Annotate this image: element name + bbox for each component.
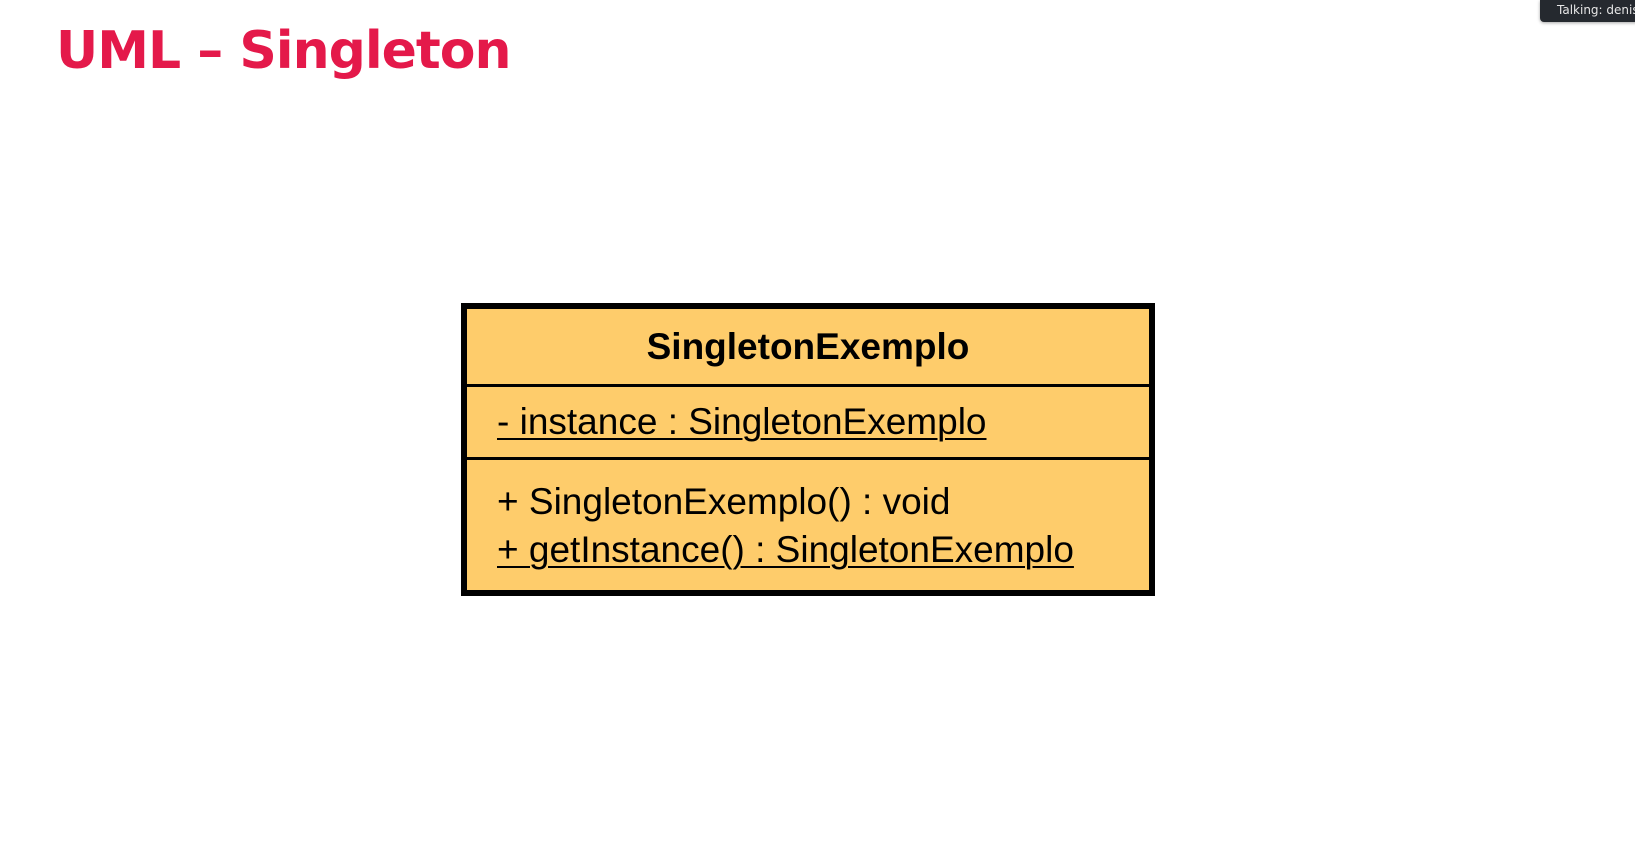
uml-class-box: SingletonExemplo - instance : SingletonE… <box>461 303 1155 596</box>
uml-operation-get-instance: + getInstance() : SingletonExemplo <box>497 529 1074 570</box>
talking-indicator: Talking: denis <box>1540 0 1635 22</box>
slide-title: UML – Singleton <box>56 21 512 81</box>
uml-operation-constructor: + SingletonExemplo() : void <box>497 481 951 522</box>
uml-class-name: SingletonExemplo <box>646 325 970 367</box>
uml-attributes-compartment: - instance : SingletonExemplo <box>467 387 1149 460</box>
uml-attribute-instance: - instance : SingletonExemplo <box>497 401 987 442</box>
talking-indicator-text: Talking: denis <box>1557 3 1635 17</box>
uml-operations-compartment: + SingletonExemplo() : void + getInstanc… <box>467 460 1149 590</box>
uml-class-name-compartment: SingletonExemplo <box>467 309 1149 387</box>
